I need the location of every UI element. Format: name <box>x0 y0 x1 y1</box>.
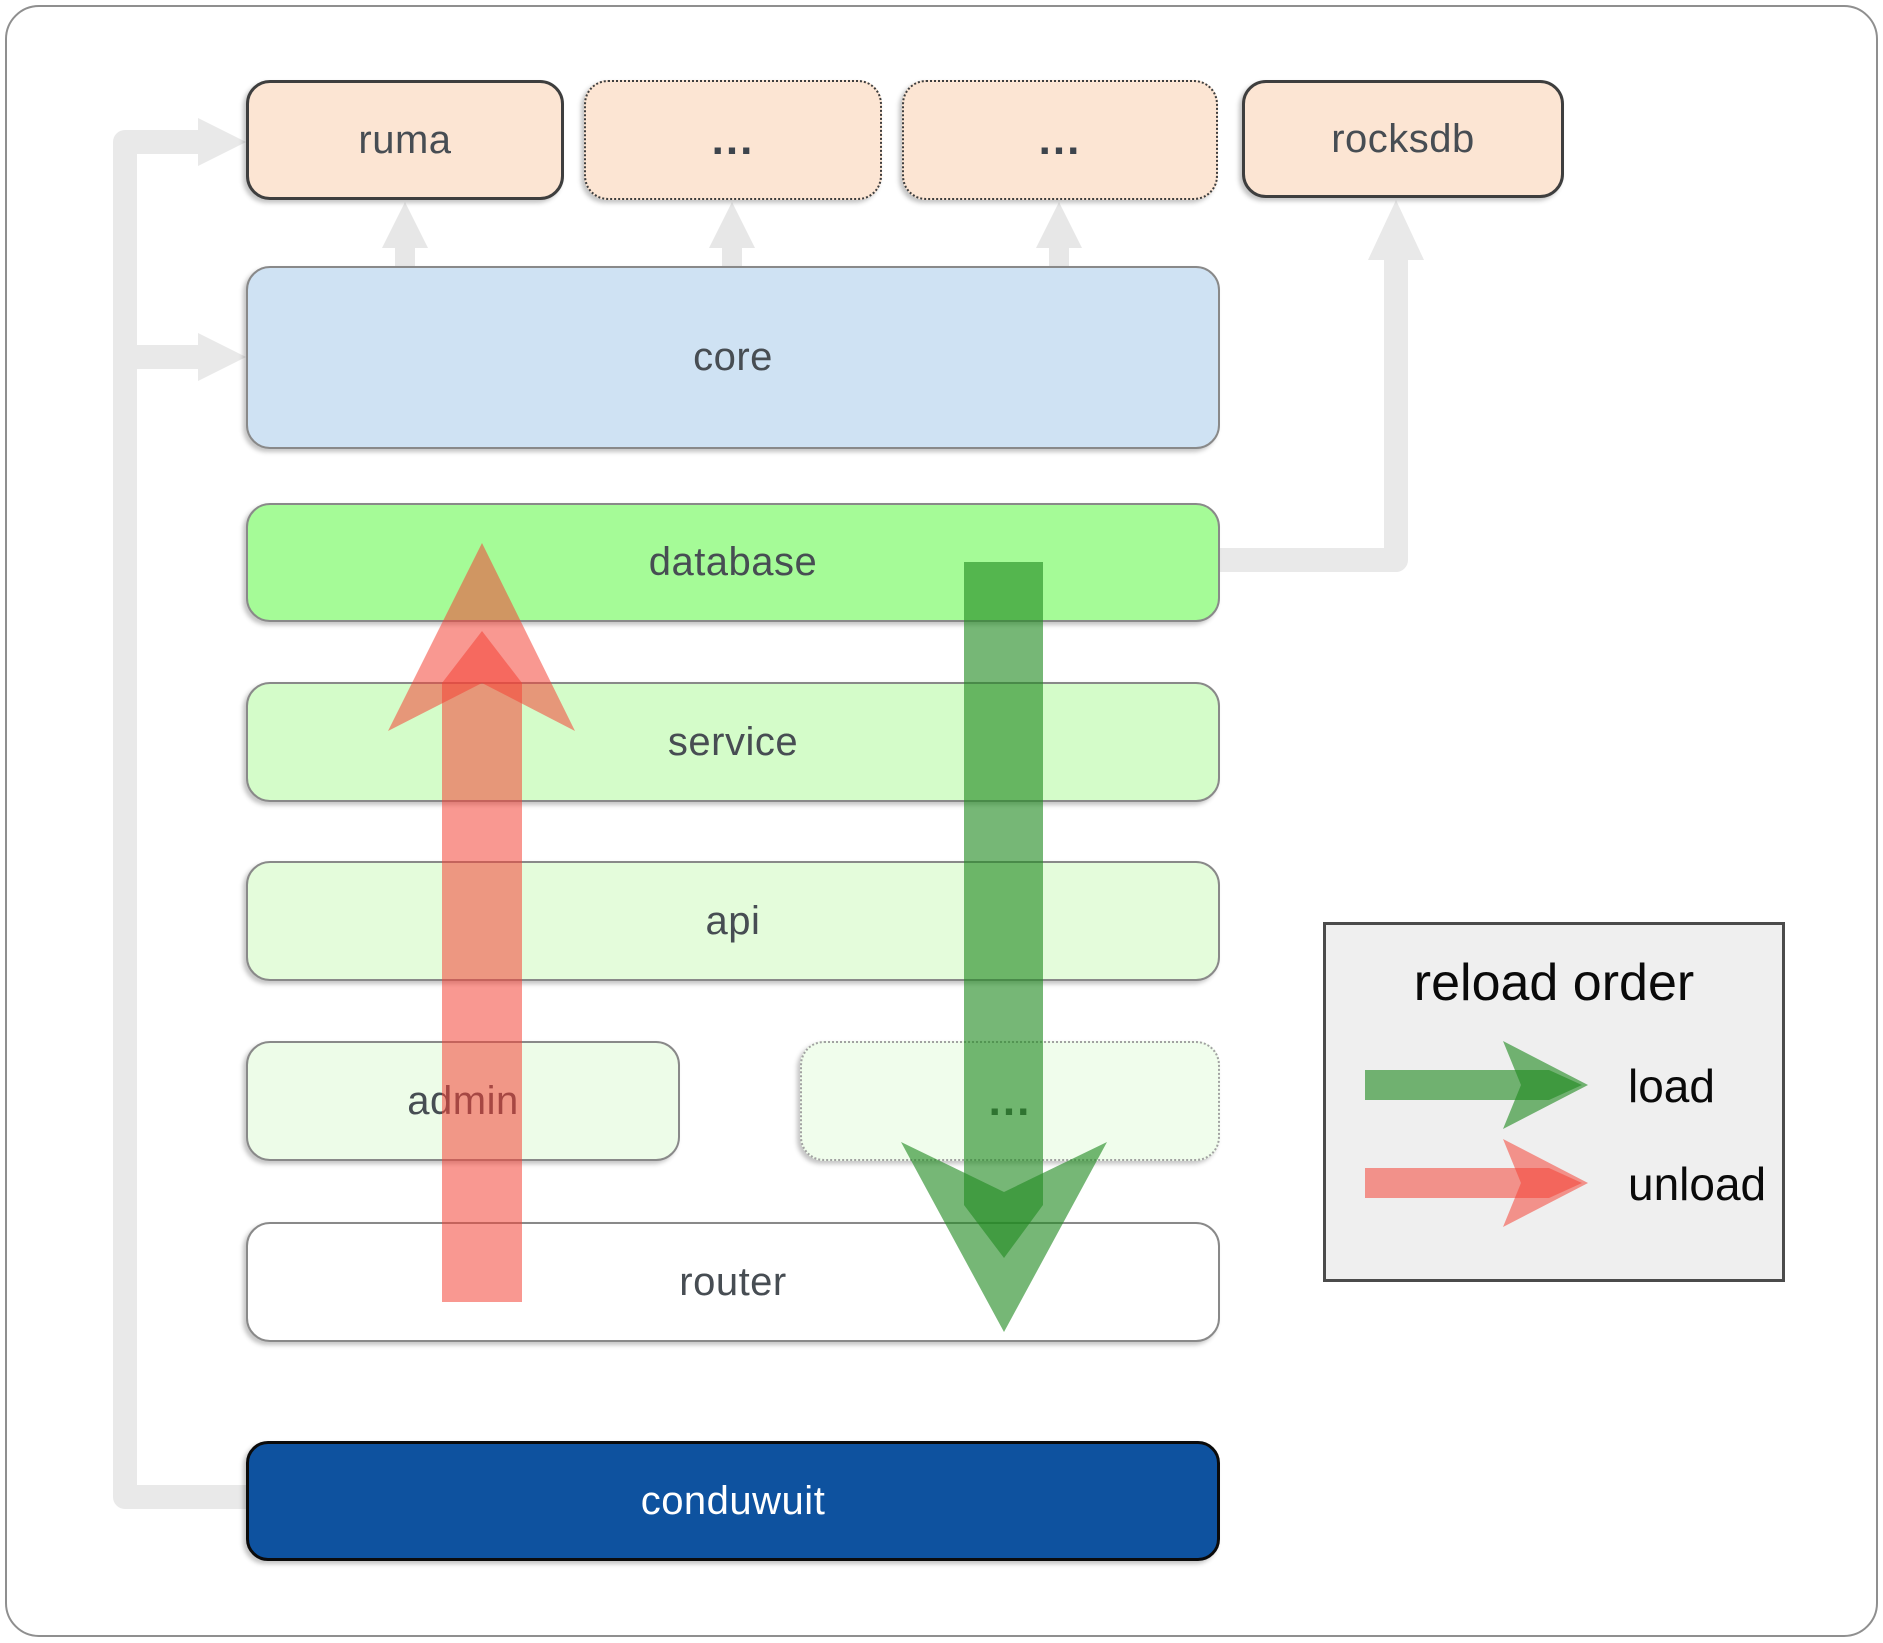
legend-load-label: load <box>1628 1060 1715 1112</box>
box-conduwuit: conduwuit <box>246 1441 1220 1561</box>
box-api-label: api <box>705 898 761 943</box>
box-core: core <box>246 266 1220 449</box>
box-ellipsis-admin-row: ... <box>800 1041 1220 1161</box>
box-ellipsis-top-2: ... <box>902 80 1218 200</box>
box-core-label: core <box>693 335 773 379</box>
box-ellipsis-top-1-label: ... <box>711 114 755 164</box>
box-ellipsis-top-1: ... <box>584 80 882 200</box>
legend-unload-label: unload <box>1628 1158 1767 1210</box>
box-conduwuit-label: conduwuit <box>640 1478 826 1523</box>
box-ruma-label: ruma <box>358 117 452 162</box>
box-ellipsis-top-2-label: ... <box>1038 114 1082 164</box>
box-admin-label: admin <box>407 1078 519 1123</box>
legend: reload order load unload <box>1323 922 1785 1282</box>
box-router: router <box>246 1222 1220 1342</box>
legend-arrows <box>1365 1041 1588 1227</box>
box-api: api <box>246 861 1220 981</box>
diagram-outer-border <box>5 5 1878 1637</box>
box-service-label: service <box>667 719 799 764</box>
box-rocksdb: rocksdb <box>1242 80 1564 198</box>
box-database: database <box>246 503 1220 622</box>
box-service: service <box>246 682 1220 802</box>
box-admin: admin <box>246 1041 680 1161</box>
legend-unload-arrow-icon <box>1365 1139 1588 1227</box>
legend-title: reload order <box>1413 954 1695 1012</box>
box-ruma: ruma <box>246 80 564 200</box>
box-ellipsis-admin-row-label: ... <box>988 1075 1032 1125</box>
legend-load-arrow-icon <box>1365 1041 1588 1129</box>
box-rocksdb-label: rocksdb <box>1331 116 1475 161</box>
box-database-label: database <box>648 540 818 584</box>
box-router-label: router <box>679 1259 787 1304</box>
